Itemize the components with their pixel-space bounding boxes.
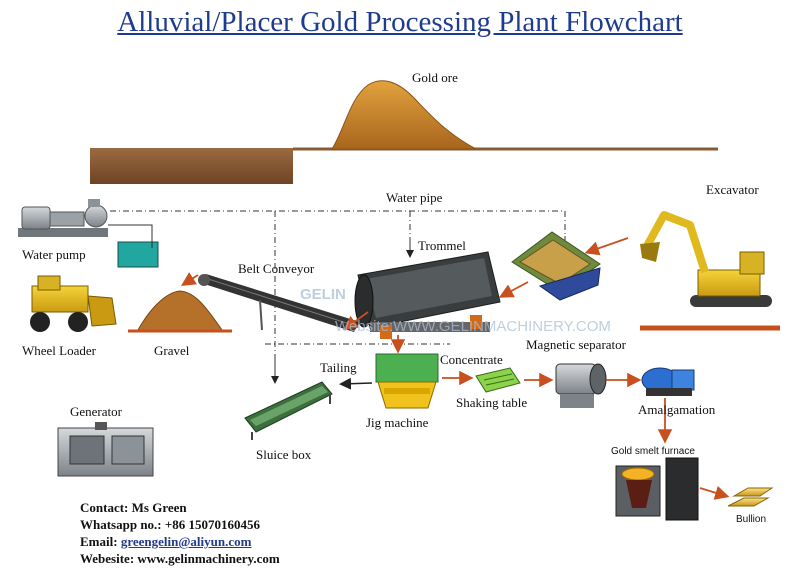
label-sluice-box: Sluice box xyxy=(256,447,312,462)
contact-email-link[interactable]: greengelin@aliyun.com xyxy=(120,534,252,549)
contact-website-label: Webesite: xyxy=(80,551,135,566)
amalgamation-machine xyxy=(641,367,695,396)
label-bullion: Bullion xyxy=(736,514,767,525)
gold-ore-mound xyxy=(331,80,477,150)
contact-name-line: Contact: Ms Green xyxy=(80,499,280,516)
contact-email-label: Email: xyxy=(80,534,118,549)
watermark-logo: GELIN xyxy=(300,286,346,303)
excavator-machine xyxy=(640,211,772,307)
label-amalgamation: Amalgamation xyxy=(638,402,716,417)
label-concentrate: Concentrate xyxy=(440,352,503,367)
contact-name: Ms Green xyxy=(131,500,187,515)
shaking-table xyxy=(475,367,521,393)
label-water-pump: Water pump xyxy=(22,247,86,262)
magnetic-separator xyxy=(555,363,607,408)
label-trommel: Trommel xyxy=(418,238,466,253)
ground-strata xyxy=(90,147,718,184)
label-magnetic-separator: Magnetic separator xyxy=(526,337,626,352)
trommel-machine xyxy=(354,251,501,339)
gold-bullion xyxy=(727,487,774,507)
tailing-arrow xyxy=(339,377,373,390)
gold-smelt-furnace xyxy=(615,457,699,521)
label-excavator: Excavator xyxy=(706,182,759,197)
sluice-box xyxy=(244,381,333,440)
water-pump-machine xyxy=(18,199,108,237)
label-gold-smelt-furnace: Gold smelt furnace xyxy=(611,446,695,457)
label-gold-ore: Gold ore xyxy=(412,70,458,85)
jig-machine xyxy=(375,353,439,409)
gravel-pile xyxy=(128,290,232,333)
label-gravel: Gravel xyxy=(154,343,190,358)
label-tailing: Tailing xyxy=(320,360,357,375)
contact-website-line: Webesite: www.gelinmachinery.com xyxy=(80,550,280,567)
water-tank xyxy=(108,224,159,268)
wheel-loader-machine xyxy=(30,275,117,332)
contact-whatsapp-line: Whatsapp no.: +86 15070160456 xyxy=(80,516,280,533)
water-pipe-lines xyxy=(110,210,566,378)
contact-whatsapp: +86 15070160456 xyxy=(164,517,261,532)
label-jig-machine: Jig machine xyxy=(366,415,429,430)
label-water-pipe: Water pipe xyxy=(386,190,443,205)
belt-conveyor-machine xyxy=(198,274,360,332)
contact-whatsapp-label: Whatsapp no.: xyxy=(80,517,162,532)
label-generator: Generator xyxy=(70,404,122,419)
contact-block: Contact: Ms Green Whatsapp no.: +86 1507… xyxy=(80,499,280,567)
page-title: Alluvial/Placer Gold Processing Plant Fl… xyxy=(117,6,683,38)
label-wheel-loader: Wheel Loader xyxy=(22,343,96,358)
contact-name-label: Contact: xyxy=(80,500,129,515)
label-shaking-table: Shaking table xyxy=(456,395,528,410)
flow-arrows xyxy=(180,237,730,500)
contact-website: www.gelinmachinery.com xyxy=(137,551,280,566)
generator-machine xyxy=(57,422,154,477)
contact-email-line: Email: greengelin@aliyun.com xyxy=(80,533,280,550)
hopper-feeder xyxy=(511,231,601,301)
label-belt-conveyor: Belt Conveyor xyxy=(238,261,315,276)
watermark-site: Website:WWW.GELINMACHINERY.COM xyxy=(335,318,611,335)
